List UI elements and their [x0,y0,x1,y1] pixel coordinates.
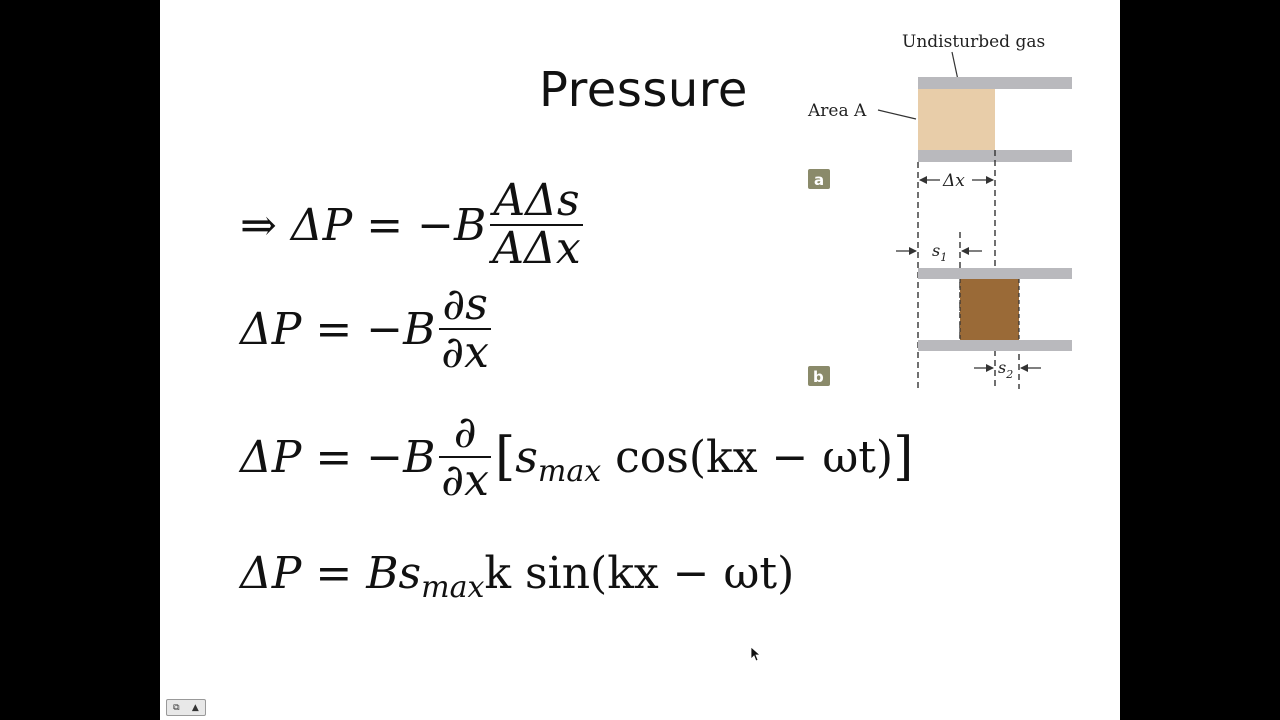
leader-line-area [877,109,917,120]
equation-4-part-a: ΔP = Bs [240,548,422,599]
slide: Pressure ⇒ ΔP = −B AΔs AΔx ΔP = −B ∂s ∂x… [160,0,1120,720]
equation-2: ΔP = −B ∂s ∂x [240,279,495,379]
equation-3-denominator: ∂x [441,455,489,507]
gas-element-a [918,89,995,150]
gas-element-b [960,279,1019,340]
fraction-bar [439,328,491,331]
equation-1-numerator: AΔs [493,175,580,226]
equation-3-s-subscript: max [537,453,602,489]
equation-4-part-b: k sin(kx − ωt) [484,548,795,599]
tube-top-wall-b [918,268,1072,279]
badge-b-label: b [813,368,824,386]
badge-a-label: a [814,171,824,189]
equation-3-open-bracket: [ [495,427,516,488]
arrowhead-s1-right [961,247,969,255]
label-undisturbed-gas: Undisturbed gas [902,32,1045,52]
slide-navigation-widget[interactable]: ⧉ ▲ [166,699,206,716]
equation-3-s: s [515,431,538,483]
label-s2: s2 [998,358,1013,381]
equation-3-fraction: ∂ ∂x [439,407,491,507]
up-arrow-icon[interactable]: ▲ [191,702,199,713]
label-area: Area A [807,101,867,121]
equation-2-denominator: ∂x [441,327,489,379]
arrowhead-s2-left [986,364,994,372]
equation-4-subscript: max [421,570,485,605]
tube-top-wall-a [918,77,1072,89]
fraction-bar [490,224,583,227]
badge-a [808,169,830,189]
equation-1-denominator: AΔx [492,223,581,275]
slide-title: Pressure [539,62,748,118]
label-s1: s1 [932,241,947,264]
badge-b [808,366,830,386]
equation-3-cos: cos(kx − ωt) [615,431,894,483]
equation-3-numerator: ∂ [453,407,477,458]
mouse-cursor-icon [750,646,762,662]
equation-2-fraction: ∂s ∂x [439,279,491,379]
gas-tube-diagram: Undisturbed gas Area A a Δx s1 [807,32,1072,389]
fraction-bar [439,456,491,459]
arrowhead-dx-right [986,176,994,184]
arrowhead-s1-left [909,247,917,255]
equation-2-numerator: ∂s [442,279,488,330]
tube-bottom-wall-b [918,340,1072,351]
equation-1-fraction: AΔs AΔx [490,175,583,275]
equation-1-prefix: ⇒ ΔP = −B [240,199,487,251]
equation-3-prefix: ΔP = −B [240,431,436,483]
arrowhead-s2-right [1020,364,1028,372]
equation-1: ⇒ ΔP = −B AΔs AΔx [240,175,587,275]
arrowhead-dx-left [919,176,927,184]
equation-2-prefix: ΔP = −B [240,303,436,355]
label-dx: Δx [942,171,965,191]
equation-3-close-bracket: ] [893,427,914,488]
slide-icon[interactable]: ⧉ [173,702,180,713]
